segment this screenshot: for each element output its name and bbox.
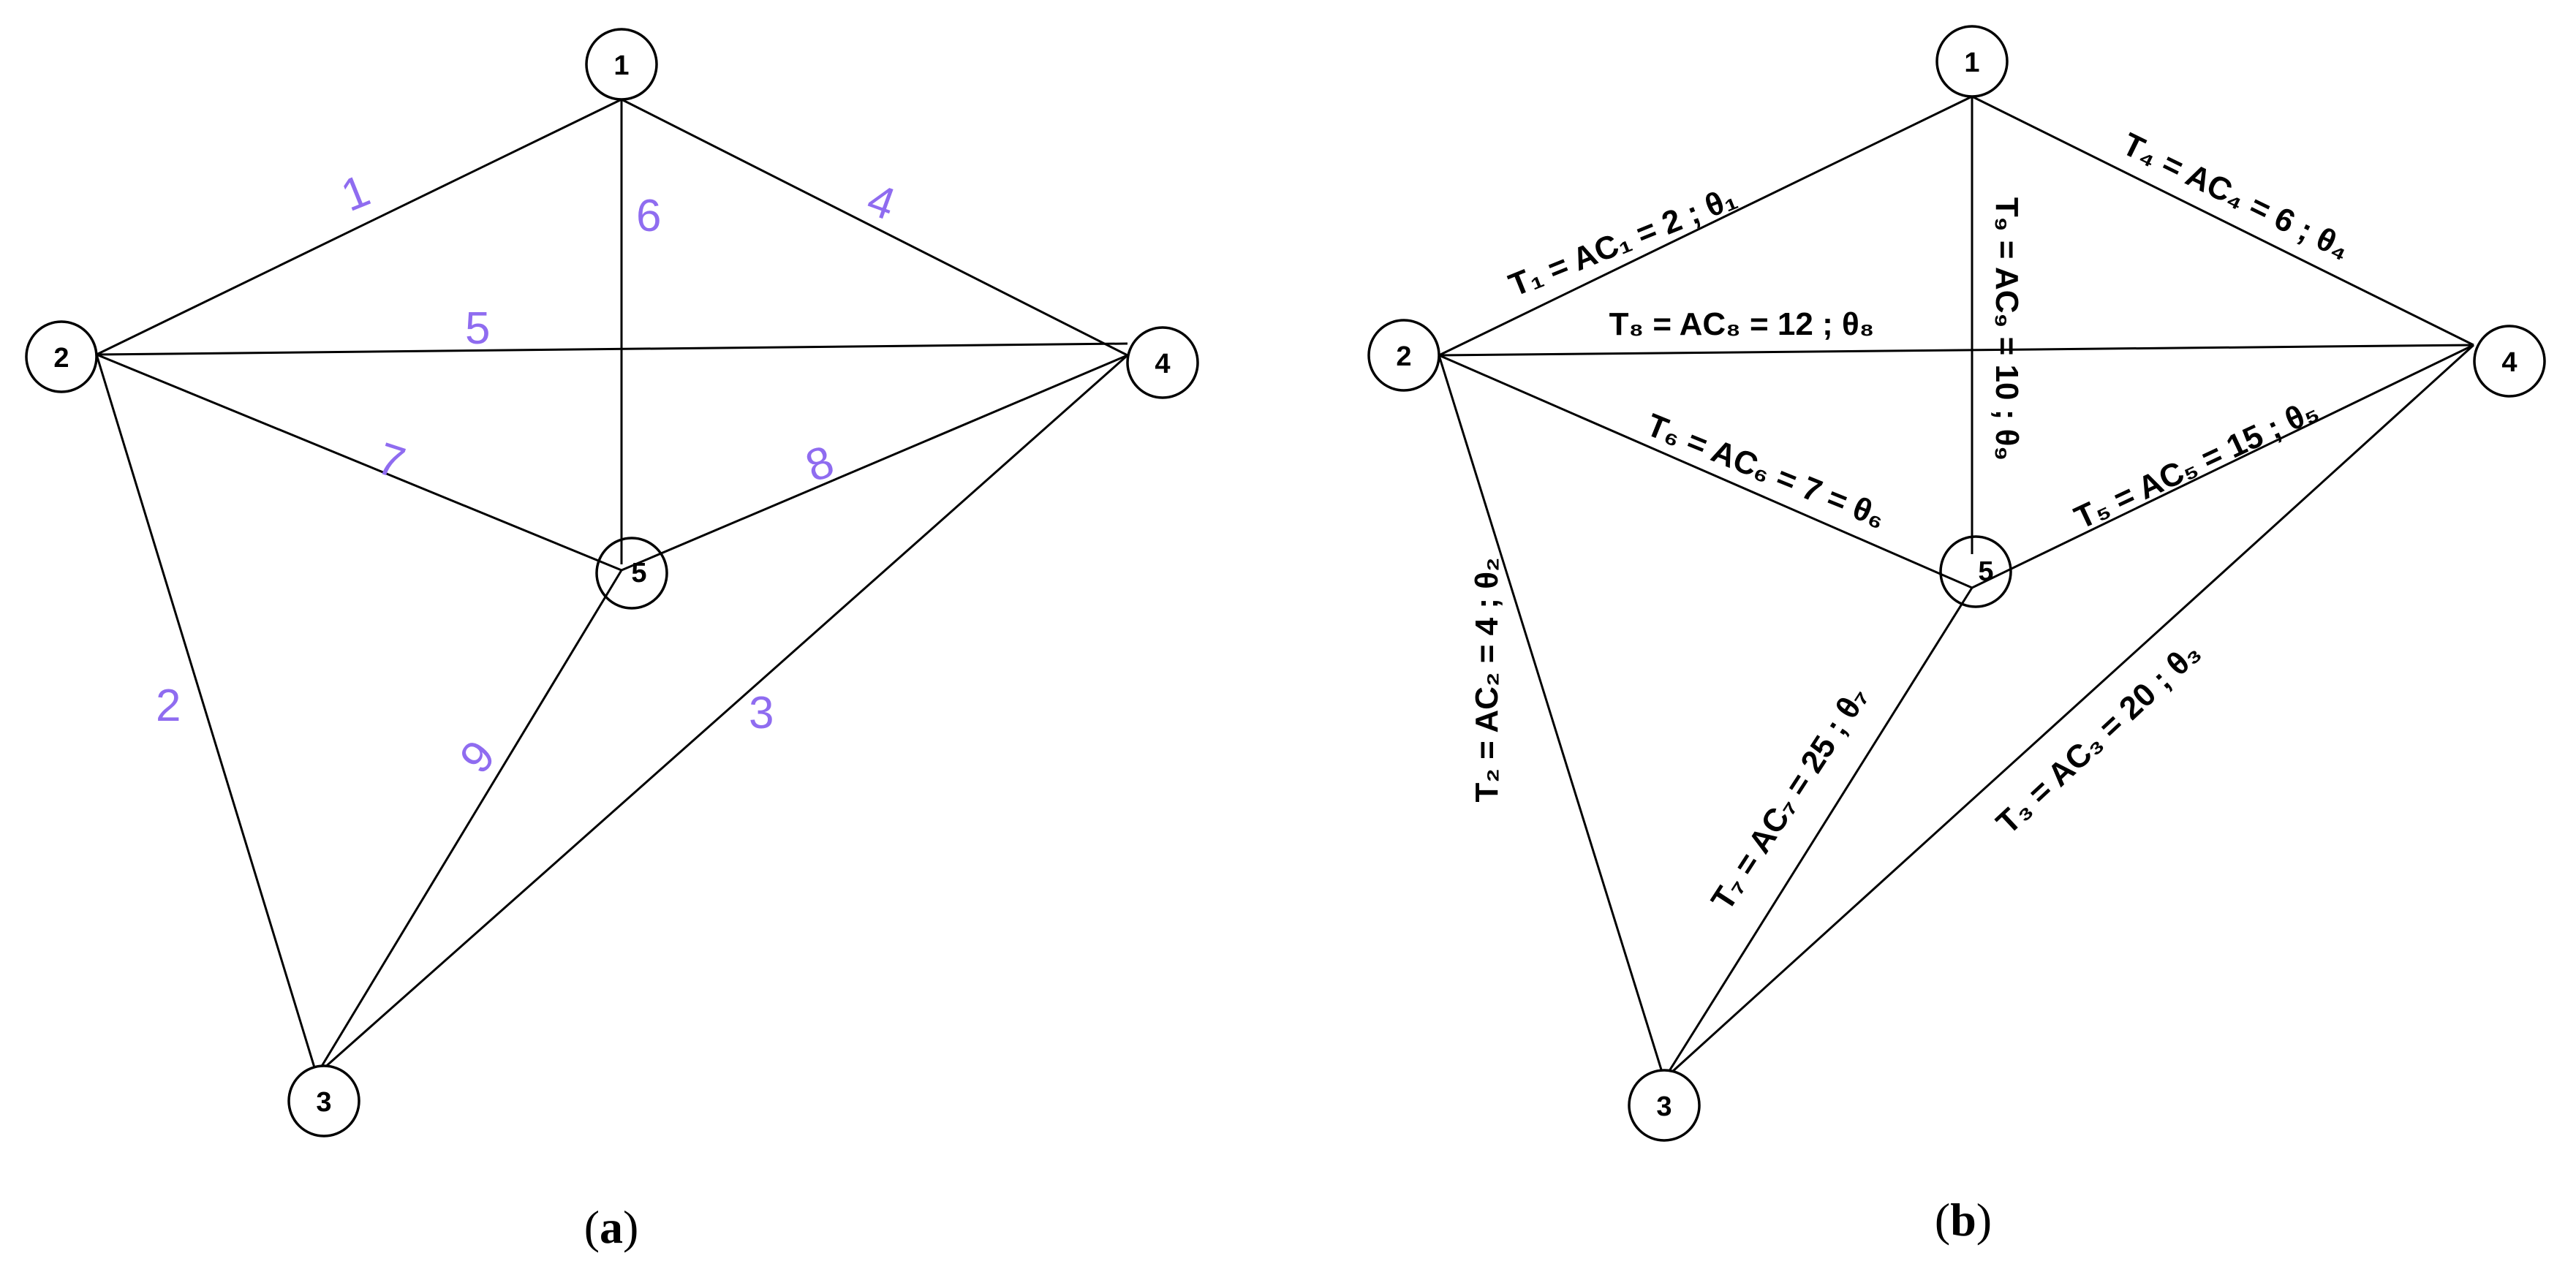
edge-a-3 (316, 354, 1128, 1076)
edge-b-6 (1438, 354, 1973, 589)
node-a-5-label: 5 (631, 558, 646, 588)
panel-a-nodes: 1 2 3 4 5 (25, 28, 1199, 1137)
panel-b-edges (1438, 95, 2475, 1080)
edge-a-2 (95, 354, 318, 1075)
edge-number-a-1: 1 (334, 165, 377, 222)
edge-b-7 (1663, 587, 1973, 1080)
node-a-2: 2 (25, 320, 98, 393)
panel-a: 1 2 3 4 5 6 7 8 9 1 2 3 (25, 28, 1199, 1253)
node-a-4-label: 4 (1155, 349, 1170, 379)
node-b-2-label: 2 (1396, 341, 1411, 372)
edge-label-b-7: T₇ = AC₇ = 25 ; θ₇ (1704, 680, 1876, 916)
edge-number-a-2: 2 (156, 681, 181, 731)
panel-a-caption: (a) (584, 1201, 639, 1253)
edge-number-a-3: 3 (749, 688, 774, 738)
edge-number-a-8: 8 (799, 436, 840, 493)
edge-b-8 (1438, 344, 2474, 357)
edge-a-4 (621, 98, 1128, 357)
node-b-5: 5 (1939, 535, 2012, 608)
edge-b-5 (1971, 344, 2474, 589)
node-a-1-label: 1 (613, 50, 629, 81)
edge-b-1 (1438, 95, 1973, 357)
edge-a-9 (315, 569, 623, 1075)
edge-a-5 (96, 342, 1128, 356)
panel-a-edges (95, 98, 1128, 1076)
node-a-5: 5 (595, 537, 668, 610)
node-b-1: 1 (1935, 25, 2009, 98)
edge-label-b-8: T₈ = AC₈ = 12 ; θ₈ (1609, 306, 1875, 342)
panel-b-nodes: 1 2 3 4 5 (1367, 25, 2546, 1142)
edge-a-1 (96, 98, 622, 356)
edge-label-b-4: T₄ = AC₄ = 6 ; θ₄ (2117, 126, 2355, 268)
edge-a-8 (621, 354, 1128, 572)
node-a-3: 3 (287, 1064, 360, 1137)
node-b-3: 3 (1628, 1069, 1701, 1142)
node-b-4-label: 4 (2501, 347, 2517, 378)
node-b-1-label: 1 (1964, 48, 1979, 78)
panel-b-caption: (b) (1935, 1194, 1992, 1246)
edge-number-a-4: 4 (861, 174, 902, 230)
edge-label-b-6: T₆ = AC₆ = 7 = θ₆ (1642, 407, 1890, 536)
edge-label-b-3: T₃ = AC₃ = 20 ; θ₃ (1990, 635, 2207, 841)
node-a-1: 1 (585, 28, 658, 101)
panel-b-edge-labels: T₁ = AC₁ = 2 ; θ₁ T₂ = AC₂ = 4 ; θ₂ T₃ =… (1469, 126, 2356, 917)
edge-b-2 (1438, 355, 1666, 1080)
node-b-3-label: 3 (1656, 1091, 1672, 1122)
node-b-2: 2 (1367, 319, 1440, 392)
edge-label-b-2: T₂ = AC₂ = 4 ; θ₂ (1469, 557, 1505, 802)
edge-b-4 (1971, 95, 2474, 347)
panel-b: T₁ = AC₁ = 2 ; θ₁ T₂ = AC₂ = 4 ; θ₂ T₃ =… (1367, 25, 2546, 1246)
node-b-5-label: 5 (1978, 556, 1993, 587)
edge-number-a-6: 6 (636, 191, 661, 241)
node-a-4: 4 (1126, 326, 1199, 399)
node-a-3-label: 3 (316, 1087, 331, 1118)
edge-b-3 (1663, 344, 2475, 1080)
node-a-2-label: 2 (53, 343, 69, 374)
panel-a-edge-numbers: 1 2 3 4 5 6 7 8 9 (156, 165, 902, 783)
edge-a-7 (96, 353, 622, 572)
edge-label-b-1: T₁ = AC₁ = 2 ; θ₁ (1504, 180, 1742, 303)
edge-number-a-5: 5 (465, 303, 490, 354)
edge-label-b-9: T₉ = AC₉ = 10 ; θ₉ (1989, 197, 2025, 461)
node-b-4: 4 (2473, 325, 2546, 398)
